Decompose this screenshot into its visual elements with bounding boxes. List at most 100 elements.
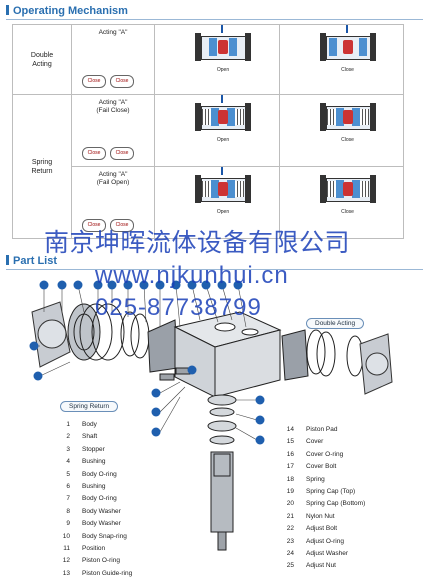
mode-spring-return: Spring Return [12,94,72,239]
caption-open: Open [216,209,230,215]
acting-label: Acting "A" [98,99,128,106]
part-row: 14 Piston Pad [276,424,365,436]
part-number: 14 [286,426,294,433]
diagram-open: Open [154,94,280,167]
part-name: Adjust O-ring [306,537,344,545]
part-row: 22 Adjust Bolt [276,523,365,535]
part-row: 19 Spring Cap (Top) [276,486,365,498]
spring-return-badge: Spring Return [60,401,119,412]
actuator-failopen-icon [195,167,251,206]
watermark-url: www.njkunhui.cn [95,262,289,289]
actuator-open-icon [195,25,251,64]
part-name: Cover Bolt [306,463,337,471]
mode-double-acting: Double Acting [12,24,72,95]
caption-open: Open [216,67,230,73]
valve-pill-icon: Close [82,147,106,160]
valve-pill-icon: Close [110,219,134,232]
caption-close: Close [341,209,354,215]
right-cover-icon [359,333,393,395]
acting-label: Acting "A" [98,29,128,36]
title-marker [6,255,9,265]
piston-left-icon [147,319,179,373]
part-number: 6 [66,482,70,490]
part-name: Bushing [82,458,106,466]
mode-line: Double [30,51,54,59]
valve-pill-icon: Close [82,219,106,232]
part-row: 13 Piston Guide-ring [52,568,132,580]
actuator-spring-close-icon [319,100,376,134]
part-list-title: Part List [6,255,57,267]
part-row: 5 Body O-ring [52,469,132,481]
part-name: Piston Pad [306,426,338,433]
actuator-spring-open-icon [195,95,251,134]
watermark-phone: 025-87738799 [95,294,262,321]
part-number: 1 [66,421,70,428]
part-number: 21 [286,512,294,520]
title-rule [6,269,423,270]
part-name: Nylon Nut [306,512,335,520]
part-number: 4 [66,458,70,466]
part-name: Spring Cap (Bottom) [306,500,366,508]
part-row: 21 Nylon Nut [276,511,365,523]
caption-close: Close [341,67,354,73]
shaft-washers-icon [207,394,237,445]
piston-right-icon [281,329,364,381]
part-name: Spring Cap (Top) [306,487,356,495]
exploded-view-diagram [29,280,393,551]
part-number: 2 [66,433,70,441]
actuator-failopen-close-icon [319,172,376,206]
acting-label: Acting "A" [98,171,128,178]
caption-close: Close [341,137,354,143]
part-number: 13 [62,569,70,577]
part-number: 17 [286,463,294,471]
part-name: Adjust Bolt [306,525,338,533]
part-list-title-text: Part List [13,255,58,267]
part-name: Position [82,544,106,552]
part-name: Spring [306,475,325,483]
part-name: Body [82,421,97,428]
diagram-close: Close [278,94,404,167]
part-name: Stopper [82,445,105,453]
diagram-close: Close [278,166,404,239]
part-number: 5 [66,470,70,478]
title-rule [6,19,423,20]
mode-line: Acting [32,60,52,68]
part-row: 9 Body Washer [52,518,132,530]
part-name: Body Washer [82,520,121,528]
left-cover-icon [31,301,71,368]
title-marker [6,5,9,15]
part-row: 2 Shaft [52,431,132,443]
part-name: Adjust Washer [306,549,349,557]
part-number: 22 [286,525,294,533]
watermark-company: 南京坤晖流体设备有限公司 [44,228,351,257]
acting-cell: Acting "A" (Fail Open) Close Close [71,166,155,239]
part-number: 19 [286,487,294,495]
diagram-close: Close [278,24,404,95]
part-name: Body Washer [82,507,121,515]
acting-sublabel: (Fail Open) [96,179,130,186]
part-number: 15 [286,438,294,446]
part-name: Body O-ring [82,470,117,478]
acting-sublabel: (Fail Close) [96,107,130,114]
part-number: 7 [66,495,70,503]
part-number: 18 [286,475,294,483]
part-number: 9 [66,520,70,528]
part-number: 16 [286,450,294,458]
part-name: Piston Guide-ring [82,569,133,577]
part-name: Shaft [82,433,98,441]
